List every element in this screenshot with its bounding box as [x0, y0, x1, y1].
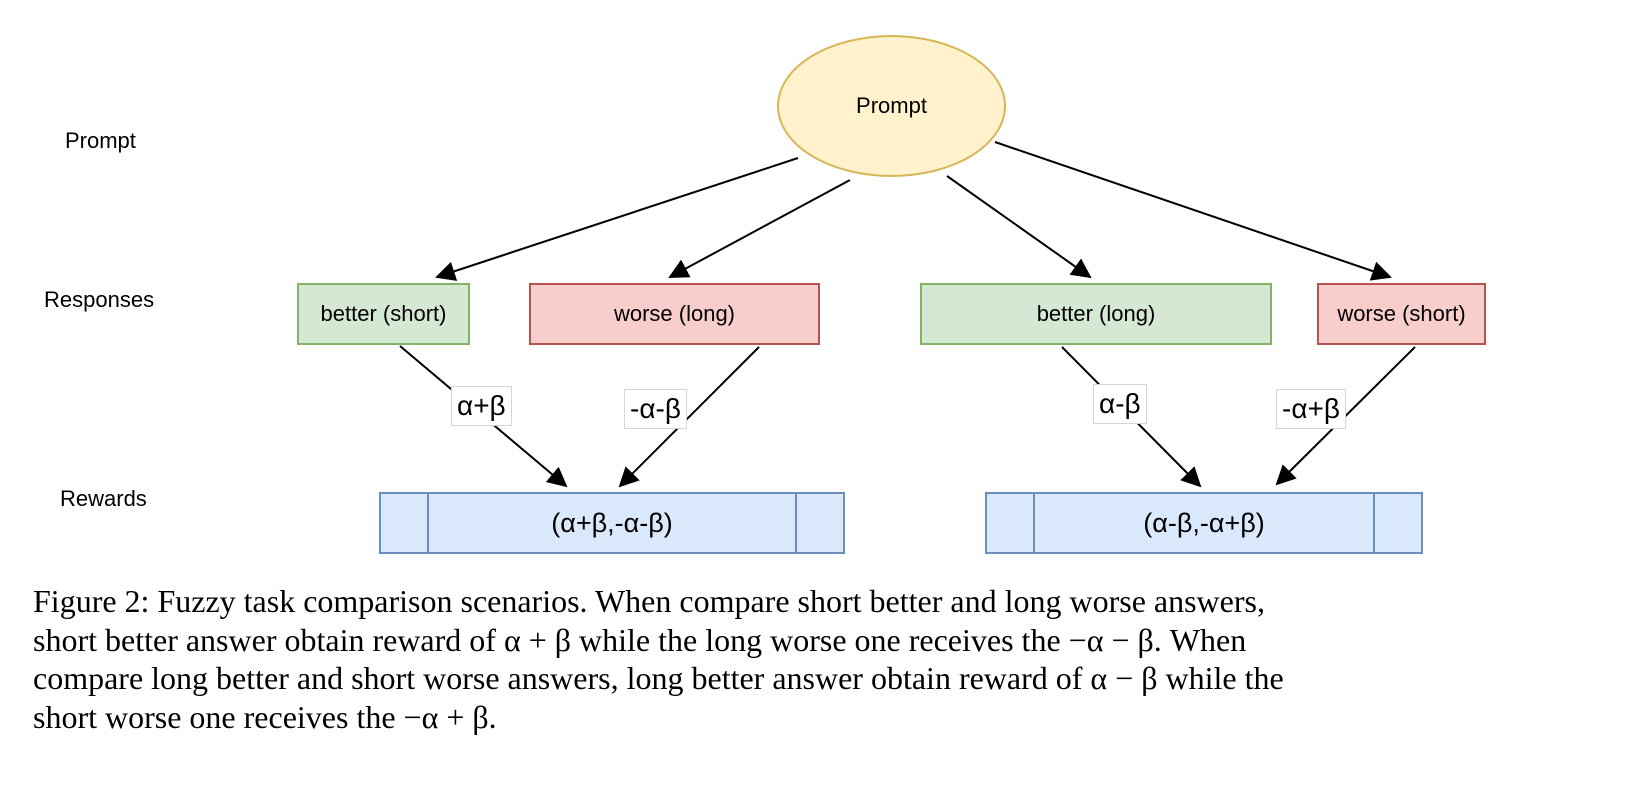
response-box-better-short: better (short)	[297, 283, 470, 345]
caption-line-3: compare long better and short worse answ…	[33, 660, 1284, 696]
row-label-rewards: Rewards	[60, 486, 147, 511]
prompt-node-label: Prompt	[856, 93, 927, 118]
response-label: better (long)	[1036, 301, 1156, 326]
arrow-prompt-to-worse-long	[668, 179, 851, 278]
reward-box-right-value: (α-β,-α+β)	[1033, 494, 1375, 552]
response-label: better (short)	[320, 301, 447, 326]
arrow-prompt-to-better-long	[946, 175, 1092, 279]
reward-box-left-cell	[381, 494, 427, 552]
reward-box-left: (α+β,-α-β)	[379, 492, 845, 554]
reward-box-right: (α-β,-α+β)	[985, 492, 1423, 554]
reward-box-left-value: (α+β,-α-β)	[427, 494, 797, 552]
caption-line-4: short worse one receives the −α + β.	[33, 698, 497, 735]
arrow-worse-short-to-reward	[1275, 346, 1416, 486]
caption-line-2: short better answer obtain reward of α +…	[33, 621, 1247, 658]
row-label-responses: Responses	[44, 287, 155, 312]
caption-line-1: Figure 2: Fuzzy task comparison scenario…	[33, 583, 1265, 619]
response-box-worse-long: worse (long)	[529, 283, 820, 345]
edge-label-alpha-plus-beta: α+β	[451, 386, 512, 427]
edge-label-neg-alpha-plus-beta: -α+β	[1276, 389, 1346, 430]
reward-box-right-cell	[987, 494, 1033, 552]
figure-caption: Figure 2: Fuzzy task comparison scenario…	[33, 582, 1613, 736]
reward-box-right-cell	[1375, 494, 1421, 552]
row-label-prompt: Prompt	[65, 128, 136, 153]
arrow-prompt-to-worse-short	[994, 141, 1392, 281]
response-label: worse (long)	[613, 301, 736, 326]
arrow-prompt-to-better-short	[435, 157, 799, 281]
prompt-node: Prompt	[777, 35, 1006, 177]
edge-label-neg-alpha-minus-beta: -α-β	[624, 389, 687, 430]
edge-label-alpha-minus-beta: α-β	[1093, 384, 1147, 425]
response-box-better-long: better (long)	[920, 283, 1272, 345]
response-box-worse-short: worse (short)	[1317, 283, 1486, 345]
response-label: worse (short)	[1337, 301, 1466, 326]
arrow-worse-long-to-reward	[618, 346, 760, 488]
reward-box-left-cell	[797, 494, 843, 552]
